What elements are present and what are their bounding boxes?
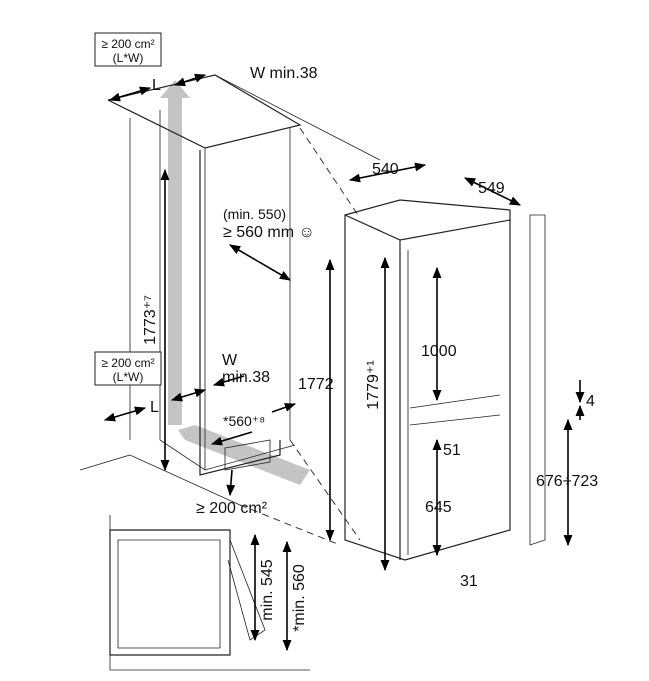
cabinet-niche [79, 74, 381, 546]
detail-inset [109, 515, 310, 671]
lower-door-range: 676÷723 [536, 473, 598, 490]
top-vent-formula: (L*W) [113, 51, 144, 65]
gap-label: 51 [443, 442, 461, 459]
niche-width: *560⁺⁸ [223, 413, 265, 429]
top-L-label: L [152, 77, 161, 94]
bottom-vent-formula: (L*W) [113, 370, 144, 384]
bottom-W-label: W [222, 352, 238, 369]
door-clear-min: (min. 550) [223, 206, 286, 222]
bottom-L-label: L [150, 399, 159, 416]
appliance [344, 199, 546, 561]
dimension-lines [103, 73, 585, 652]
lower-door-height: 645 [425, 499, 452, 516]
depth-min: min. 545 [259, 559, 276, 620]
door-gap: 4 [586, 393, 595, 410]
depth-label: 540 [372, 161, 399, 178]
appliance-height: 1779⁺¹ [365, 360, 382, 409]
bottom-W-min: min.38 [222, 369, 270, 386]
top-vent-box [94, 32, 162, 67]
niche-height: 1773⁺⁷ [142, 295, 159, 345]
top-W-label: W min.38 [250, 65, 318, 82]
plinth-vent: ≥ 200 cm² [196, 500, 268, 517]
bottom-offset: 31 [460, 573, 478, 590]
door-clear: ≥ 560 mm ☺ [223, 224, 315, 241]
top-vent-area: ≥ 200 cm² [101, 37, 154, 51]
width-label: 549 [478, 180, 505, 197]
cabinet-height: 1772 [298, 376, 334, 393]
bottom-vent-area: ≥ 200 cm² [101, 356, 154, 370]
upper-door-height: 1000 [421, 343, 457, 360]
depth-min-star: *min. 560 [291, 564, 308, 632]
bottom-vent-box [94, 351, 162, 386]
